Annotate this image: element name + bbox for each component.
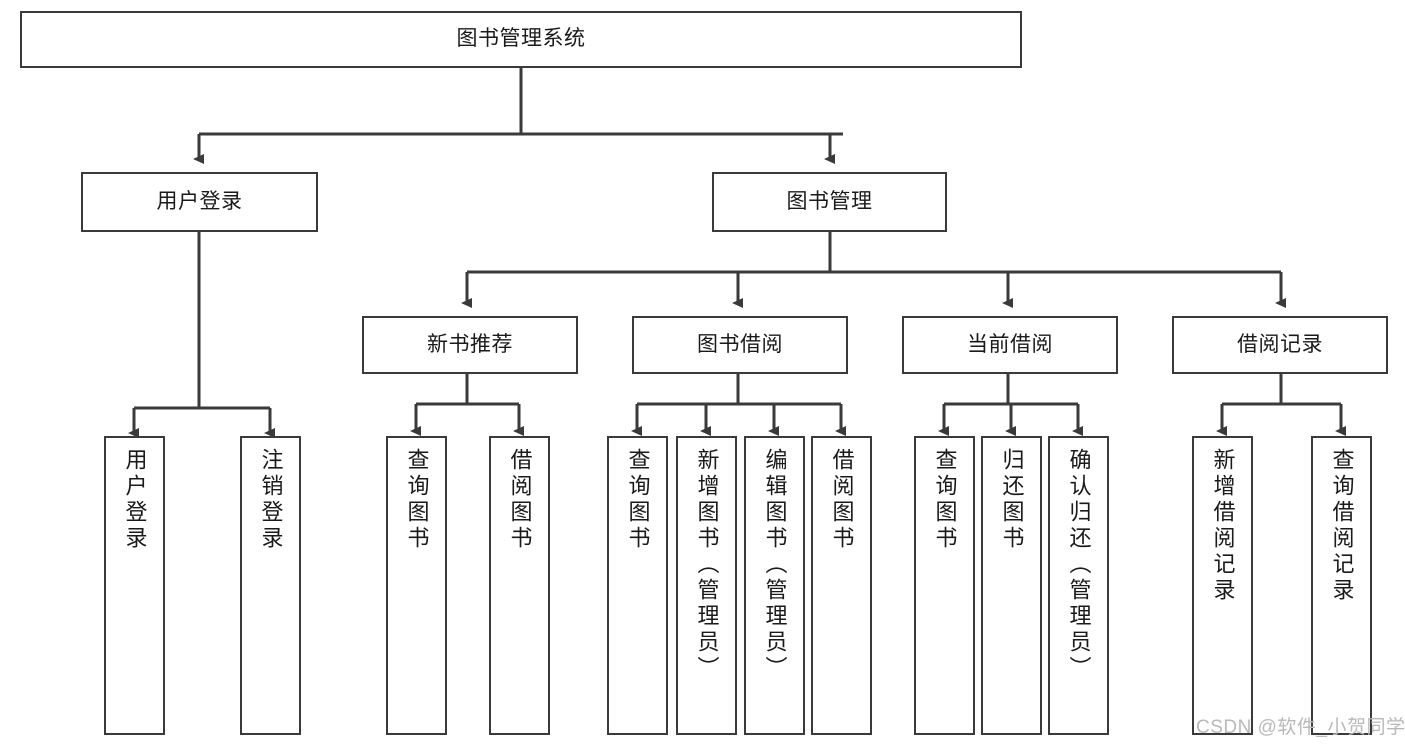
node-label: 用户登录	[156, 189, 243, 213]
node-leaf-current-confirm-return-admin[interactable]: 确认归还（管理员）	[1048, 436, 1109, 735]
node-label: 注销登录	[258, 448, 284, 552]
node-book-management[interactable]: 图书管理	[712, 172, 947, 232]
node-label: 查询图书	[625, 448, 651, 552]
node-label: 编辑图书（管理员）	[762, 448, 788, 682]
node-current-borrowing[interactable]: 当前借阅	[902, 316, 1118, 374]
node-leaf-records-add-record[interactable]: 新增借阅记录	[1192, 436, 1253, 735]
node-borrowing-records[interactable]: 借阅记录	[1172, 316, 1388, 374]
node-label: 查询图书	[932, 448, 958, 552]
node-label: 借阅图书	[829, 448, 855, 552]
node-label: 新书推荐	[427, 332, 513, 356]
node-leaf-current-query[interactable]: 查询图书	[914, 436, 975, 735]
node-label: 图书借阅	[697, 332, 783, 356]
node-label: 用户登录	[122, 448, 148, 552]
node-book-borrowing[interactable]: 图书借阅	[632, 316, 848, 374]
node-label: 查询图书	[404, 448, 430, 552]
node-root-book-management-system[interactable]: 图书管理系统	[20, 11, 1022, 68]
node-label: 图书管理系统	[456, 27, 586, 51]
node-leaf-new-books-borrow[interactable]: 借阅图书	[489, 436, 550, 735]
node-label: 查询借阅记录	[1329, 448, 1355, 604]
node-leaf-new-books-query[interactable]: 查询图书	[386, 436, 447, 735]
csdn-watermark: CSDN @软件_小贺同学	[1196, 717, 1405, 738]
node-label: 图书管理	[786, 189, 873, 213]
node-label: 确认归还（管理员）	[1066, 448, 1092, 682]
node-leaf-records-query-record[interactable]: 查询借阅记录	[1311, 436, 1372, 735]
node-label: 归还图书	[999, 448, 1025, 552]
node-leaf-current-return-book[interactable]: 归还图书	[981, 436, 1042, 735]
node-user-login[interactable]: 用户登录	[81, 172, 318, 232]
node-leaf-borrow-borrow-book[interactable]: 借阅图书	[811, 436, 872, 735]
node-label: 当前借阅	[967, 332, 1053, 356]
node-leaf-user-login-signout[interactable]: 注销登录	[240, 436, 301, 735]
node-label: 借阅记录	[1237, 332, 1323, 356]
node-leaf-borrow-query[interactable]: 查询图书	[607, 436, 668, 735]
node-leaf-user-login-signin[interactable]: 用户登录	[104, 436, 165, 735]
node-label: 借阅图书	[507, 448, 533, 552]
node-new-book-recommendation[interactable]: 新书推荐	[362, 316, 578, 374]
node-label: 新增借阅记录	[1210, 448, 1236, 604]
node-label: 新增图书（管理员）	[694, 448, 720, 682]
node-leaf-borrow-edit-book-admin[interactable]: 编辑图书（管理员）	[744, 436, 805, 735]
node-leaf-borrow-add-book-admin[interactable]: 新增图书（管理员）	[676, 436, 737, 735]
